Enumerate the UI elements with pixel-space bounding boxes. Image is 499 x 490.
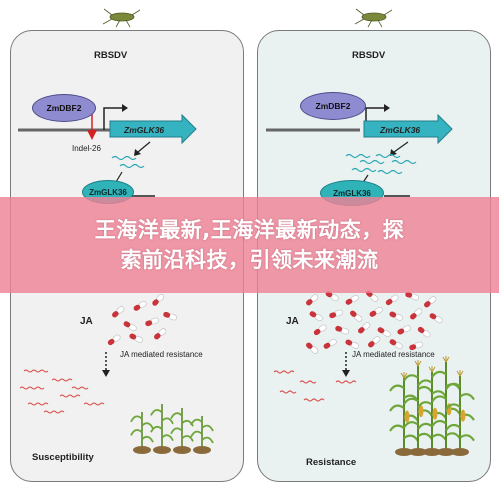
ja-molecule-icon (306, 294, 319, 306)
ja-molecule-icon (306, 342, 319, 354)
ja-molecule-icon (389, 311, 403, 321)
zmglk36-gene-label: ZmGLK36 (124, 125, 165, 135)
headline-line-1: 王海洋最新,王海洋最新动态，探 (94, 218, 405, 242)
ja-molecule-icon (107, 334, 121, 346)
stunted-plant-icon (130, 412, 154, 454)
outcome-label: Susceptibility (32, 452, 94, 463)
virus-label: RBSDV (94, 50, 128, 61)
ja-molecule-icon (350, 310, 363, 322)
outcome-label: Resistance (306, 457, 357, 468)
maize-plant-icon (431, 356, 461, 456)
ja-molecule-icon (123, 321, 137, 332)
ja-molecule-icon (417, 326, 431, 338)
ja-resistance-label: JA mediated resistance (120, 350, 203, 359)
ja-molecule-icon (410, 308, 423, 320)
maize-plant-icon (445, 370, 475, 456)
ja-molecule-icon (309, 311, 323, 322)
zmglk36-gene-label: ZmGLK36 (380, 125, 421, 135)
ja-molecule-icon (385, 294, 399, 306)
ja-molecule-icon (409, 341, 424, 351)
zmdbf2-protein: ZmDBF2 (300, 92, 366, 120)
maize-plant-icon (403, 360, 433, 456)
indel-26-label: Indel-26 (72, 144, 101, 153)
ja-molecule-icon (112, 306, 125, 318)
ja-molecule-icon (133, 300, 147, 311)
ja-molecule-icon (368, 336, 381, 348)
ja-label: JA (286, 316, 299, 327)
insect-icon (102, 8, 393, 28)
ja-molecule-icon (323, 338, 337, 349)
ja-molecule-icon (154, 328, 167, 340)
headline-line-2: 索前沿科技，引领未来潮流 (120, 248, 379, 272)
ja-molecule-icon (424, 296, 437, 308)
headline-banner: 王海洋最新,王海洋最新动态，探 索前沿科技，引领未来潮流 (0, 197, 499, 293)
ja-molecule-icon (377, 327, 391, 338)
ja-molecule-icon (145, 317, 160, 327)
stunted-plant-icon (190, 416, 214, 454)
zmdbf2-protein: ZmDBF2 (32, 94, 96, 122)
ja-molecule-icon (152, 293, 165, 306)
ja-resistance-label: JA mediated resistance (352, 350, 435, 359)
virus-label: RBSDV (352, 50, 386, 61)
stunted-plant-icon (150, 404, 174, 454)
ja-molecule-icon (129, 333, 143, 343)
ja-molecule-icon (313, 324, 327, 336)
maize-plant-icon (417, 366, 447, 456)
ja-molecule-icon (397, 325, 411, 335)
ja-molecule-icon (163, 311, 178, 321)
ja-molecule-icon (345, 339, 359, 349)
ja-molecule-icon (345, 294, 359, 305)
ja-label: JA (80, 316, 93, 327)
ja-molecule-icon (329, 309, 344, 319)
ja-molecule-icon (335, 325, 350, 335)
ja-molecule-icon (429, 313, 443, 324)
ja-molecule-icon (369, 306, 383, 317)
ja-molecule-icon (358, 322, 371, 334)
ja-molecule-icon (389, 339, 403, 350)
maize-plant-icon (389, 372, 419, 456)
stunted-plant-icon (170, 408, 194, 454)
ja-molecule-icon (405, 291, 420, 301)
